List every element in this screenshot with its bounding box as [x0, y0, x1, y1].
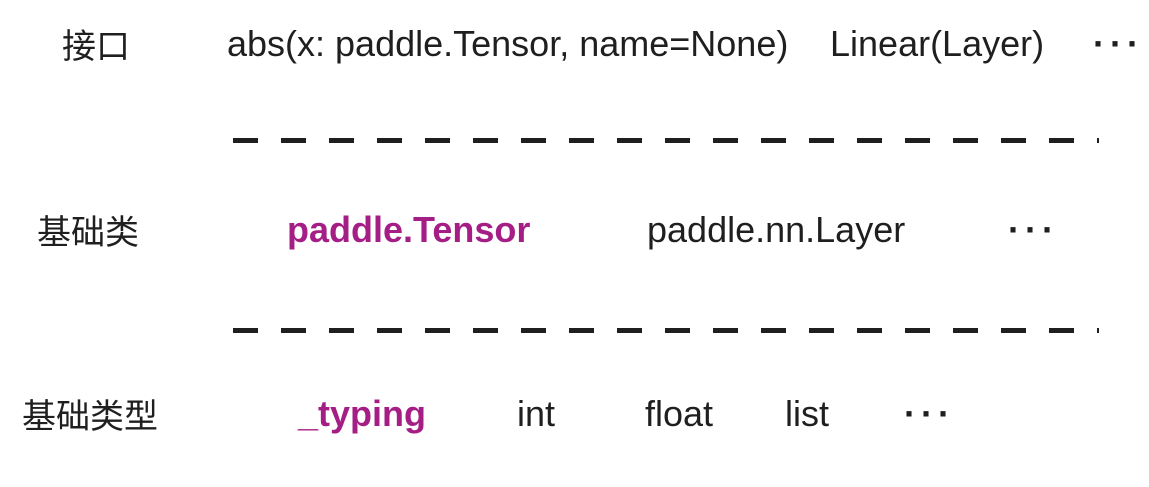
base-class-paddle-tensor: paddle.Tensor	[287, 209, 531, 250]
ellipsis-more-base-classes: ···	[1008, 209, 1059, 250]
api-item-linear-layer: Linear(Layer)	[830, 23, 1045, 64]
base-type-float: float	[645, 393, 714, 434]
ellipsis-more-interfaces: ···	[1093, 23, 1144, 64]
ellipsis-more-base-types: ···	[904, 393, 955, 434]
api-item-abs-signature: abs(x: paddle.Tensor, name=None)	[227, 23, 789, 64]
row-label-base-class: 基础类	[37, 214, 139, 252]
row-label-base-type: 基础类型	[22, 398, 158, 436]
base-type-typing: _typing	[298, 393, 427, 434]
row-label-interface: 接口	[62, 28, 130, 66]
dashed-divider-bottom	[233, 328, 1099, 333]
base-type-list: list	[785, 393, 829, 434]
base-type-int: int	[517, 393, 556, 434]
dashed-divider-top	[233, 138, 1099, 143]
base-class-paddle-nn-layer: paddle.nn.Layer	[647, 209, 906, 250]
